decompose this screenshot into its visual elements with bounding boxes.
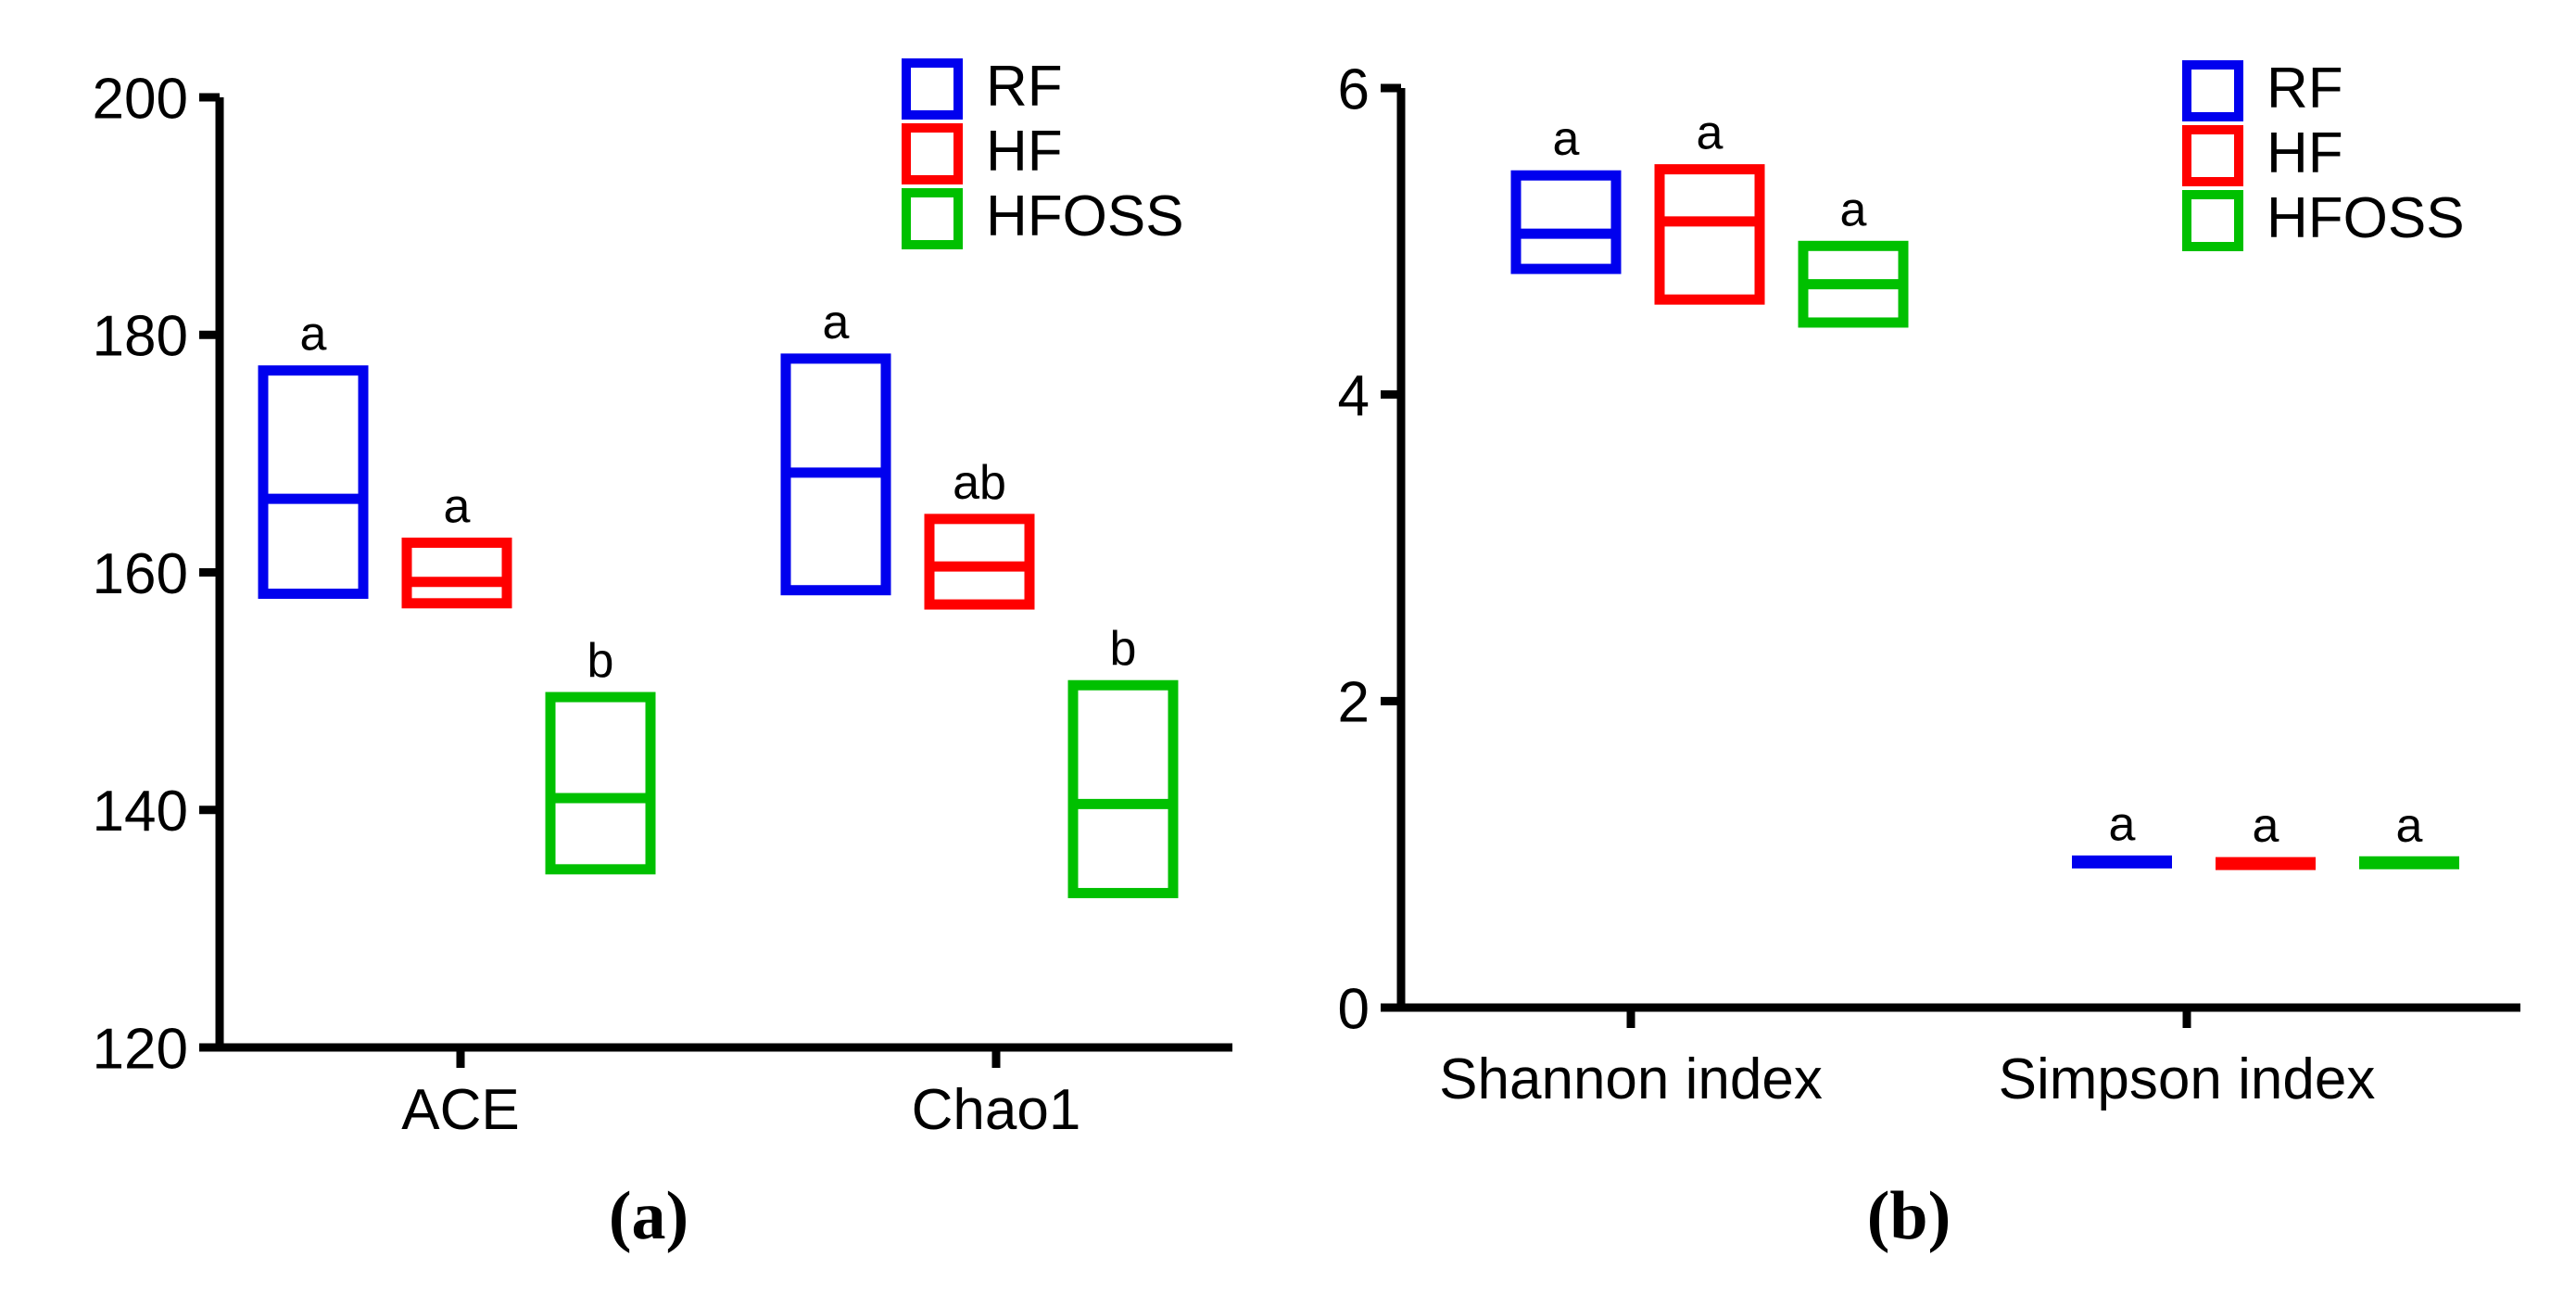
box-hfoss-1: a [2359, 799, 2459, 869]
legend-label: RF [986, 55, 1063, 119]
box-rf-1: a [780, 296, 891, 596]
legend-swatch [902, 58, 963, 120]
legend-label: HF [986, 120, 1063, 184]
legend-item-rf: RF [902, 55, 1063, 120]
box-rect [1067, 679, 1179, 898]
significance-letter: a [2396, 799, 2423, 853]
panel-a-caption: (a) [608, 1178, 689, 1254]
legend-swatch [902, 188, 963, 249]
box-hf-1: ab [924, 456, 1035, 610]
y-tick-label: 6 [1338, 57, 1370, 121]
y-tick-label: 4 [1338, 364, 1370, 428]
box-rect [258, 365, 369, 600]
significance-letter: ab [953, 456, 1006, 510]
box-rect [545, 692, 656, 875]
significance-letter: a [1840, 183, 1867, 236]
legend-item-hf: HF [2182, 121, 2343, 186]
legend-item-hf: HF [902, 120, 1063, 184]
legend-item-hfoss: HFOSS [902, 184, 1184, 249]
legend-item-hfoss: HFOSS [2182, 186, 2465, 251]
box-rect [401, 537, 512, 609]
y-tick-label: 160 [93, 542, 188, 606]
significance-letter: a [2109, 797, 2136, 851]
legend-label: RF [2267, 57, 2343, 121]
box-hfoss-1: b [1067, 622, 1179, 898]
y-tick-label: 200 [93, 67, 188, 131]
legend-item-rf: RF [2182, 57, 2343, 121]
significance-letter: a [823, 296, 850, 349]
box-rf-0: a [1510, 112, 1622, 274]
box-hf-1: a [2216, 799, 2316, 870]
legend-swatch [2182, 190, 2243, 251]
y-tick-label: 140 [93, 780, 188, 844]
x-tick-label: ACE [401, 1078, 519, 1142]
x-tick-label: Simpson index [1999, 1047, 2376, 1111]
significance-letter: b [587, 634, 614, 688]
legend-label: HF [2267, 121, 2343, 185]
x-tick-label: Chao1 [912, 1078, 1081, 1142]
legend-label: HFOSS [2267, 186, 2465, 250]
box-rf-1: a [2072, 797, 2172, 869]
significance-letter: a [444, 479, 471, 533]
significance-letter: a [2253, 799, 2279, 853]
legend-swatch [2182, 125, 2243, 186]
y-tick-label: 2 [1338, 671, 1370, 735]
y-tick-label: 120 [93, 1017, 188, 1081]
legend-label: HFOSS [986, 184, 1184, 248]
panel-b-caption: (b) [1866, 1178, 1951, 1254]
x-tick-label: Shannon index [1439, 1047, 1823, 1111]
significance-letter: a [1697, 107, 1724, 160]
box-rect [1654, 164, 1765, 305]
box-rf-0: a [258, 308, 369, 600]
box-hfoss-0: a [1798, 183, 1909, 328]
significance-letter: a [1553, 112, 1580, 166]
box-hfoss-0: b [545, 634, 656, 875]
y-tick-label: 180 [93, 305, 188, 369]
box-hf-0: a [1654, 107, 1765, 305]
legend-swatch [2182, 60, 2243, 121]
box-hf-0: a [401, 479, 512, 609]
significance-letter: a [300, 308, 327, 362]
y-tick-label: 0 [1338, 977, 1370, 1041]
legend-swatch [902, 123, 963, 184]
significance-letter: b [1110, 622, 1137, 676]
box-rect [1510, 170, 1622, 274]
